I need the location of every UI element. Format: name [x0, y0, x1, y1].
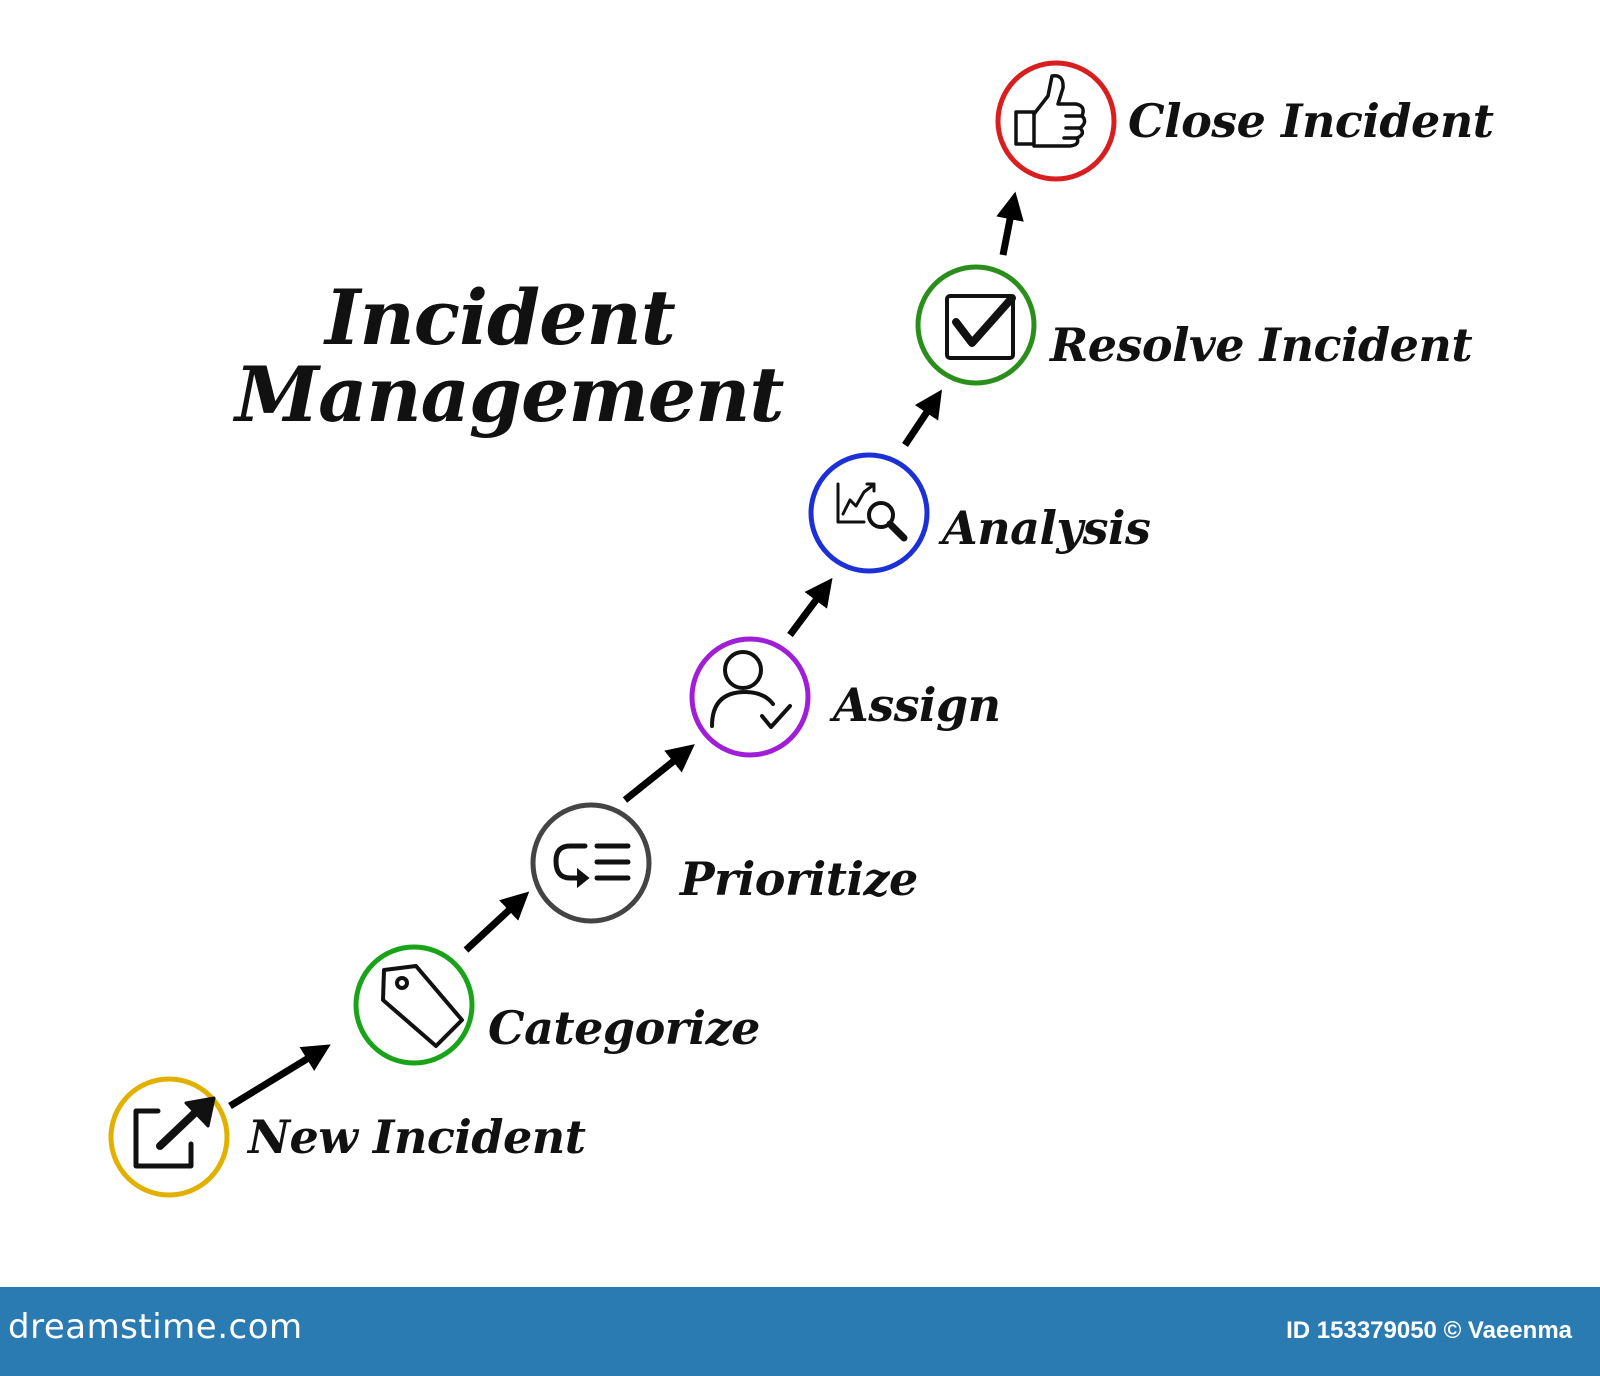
user-check-icon [710, 650, 792, 729]
step-label-assign: Assign [833, 678, 1001, 732]
checkbox-icon [945, 294, 1016, 360]
share-arrow-icon [133, 1096, 216, 1169]
arrow-assign-to-analysis [787, 577, 833, 638]
arrow-categorize-to-prioritize [463, 891, 530, 953]
step-label-analysis: Analysis [942, 501, 1151, 555]
step-circle-prioritize [530, 802, 652, 924]
step-label-close-incident: Close Incident [1128, 94, 1494, 148]
flow-arrows [228, 191, 1024, 1109]
step-label-resolve-incident: Resolve Incident [1050, 318, 1473, 372]
arrow-resolve-to-close [996, 191, 1024, 256]
diagram-stage: Incident Management [108, 60, 1494, 1198]
footer-bar: dreamstime.com ID 153379050 © Vaeenma [0, 1287, 1600, 1376]
arrow-prioritize-to-assign [622, 744, 695, 803]
step-circle-assign [689, 636, 811, 758]
footer-image-id: ID 153379050 © Vaeenma [1286, 1317, 1572, 1344]
step-circle-close-incident [995, 60, 1117, 182]
diagram-title-line-1: Incident [325, 273, 676, 362]
arrow-analysis-to-resolve [902, 389, 942, 447]
step-label-new-incident: New Incident [248, 1110, 586, 1164]
prioritize-list-icon [553, 843, 631, 889]
thumbs-up-icon [1014, 74, 1087, 148]
diagram-title-line-2: Management [235, 350, 784, 439]
step-circle-resolve-incident [915, 264, 1037, 386]
tag-icon [381, 964, 464, 1048]
arrow-new-to-categorize [228, 1044, 331, 1109]
step-label-categorize: Categorize [488, 1001, 760, 1055]
chart-magnifier-icon [836, 482, 908, 542]
footer-logo[interactable]: dreamstime.com [8, 1307, 303, 1347]
step-label-prioritize: Prioritize [680, 852, 918, 906]
flow-graphic [108, 60, 1117, 1198]
